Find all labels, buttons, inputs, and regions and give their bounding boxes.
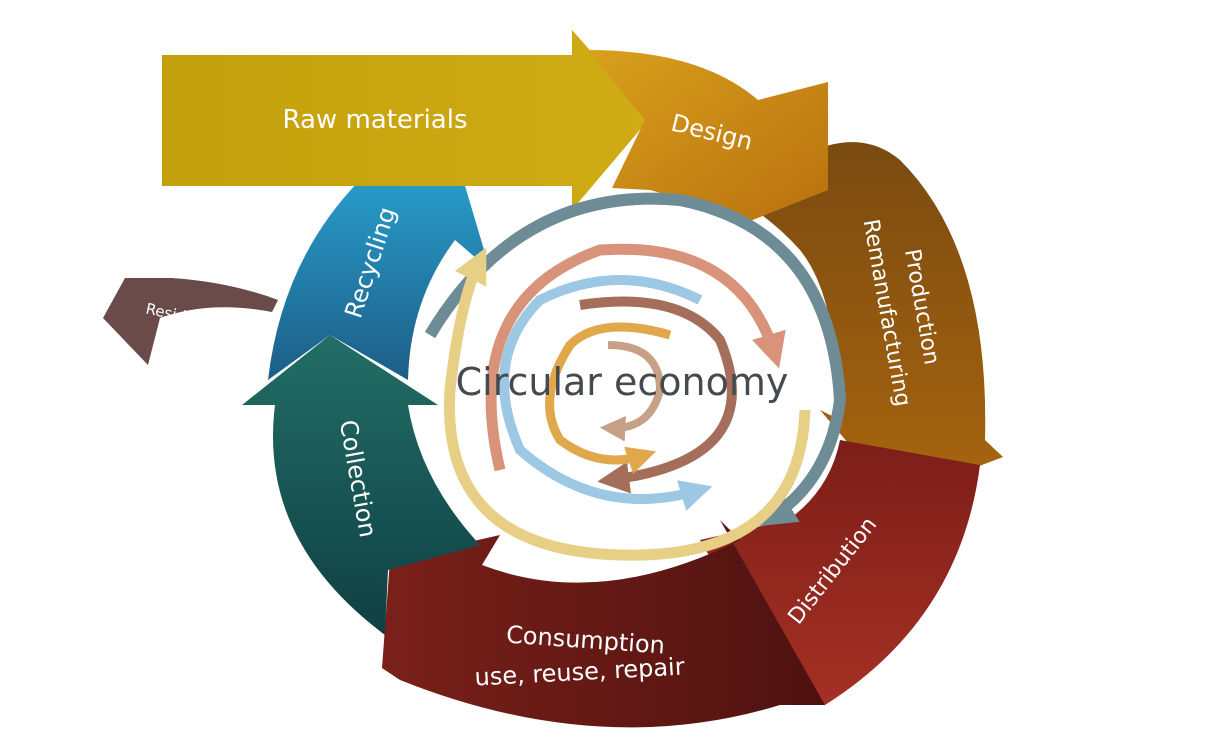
inner-arrow-slate [424, 192, 847, 527]
raw-materials-label: Raw materials [282, 105, 467, 135]
inner-arrow-tan [599, 341, 665, 442]
inner-arrow-sand [443, 247, 811, 561]
recycling-arrow [268, 152, 490, 380]
inner-arrows [424, 192, 847, 561]
production-arrow [740, 142, 1003, 498]
inner-arrow-brown [579, 296, 737, 494]
design-arrow [588, 50, 828, 225]
residual-waste-arrow [103, 278, 278, 365]
raw-materials-arrow [162, 30, 650, 210]
inner-arrow-salmon [485, 243, 786, 472]
collection-arrow [242, 335, 480, 635]
outer-ring [103, 30, 1003, 728]
inner-arrow-lightblue [499, 275, 713, 511]
inner-arrow-gold [545, 322, 672, 475]
consumption-arrow [382, 520, 825, 728]
center-title: Circular economy [456, 360, 789, 404]
